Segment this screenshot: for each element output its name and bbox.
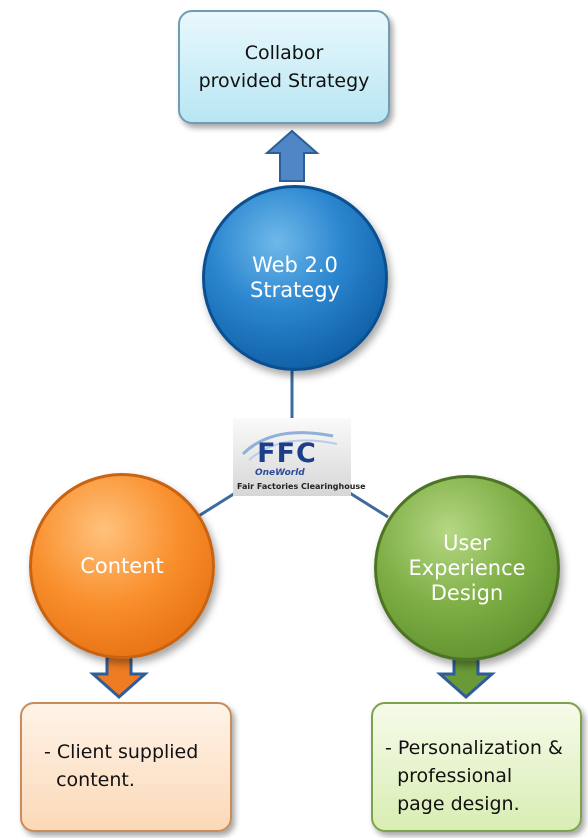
strategy-provider-line1: Collabor [244,42,324,64]
web-strategy-line1: Web 2.0 [252,253,338,277]
ux-line1: User [443,530,491,555]
ux-line3: Design [430,580,504,605]
web-strategy-node: Web 2.0 Strategy [202,185,388,371]
arrow-down-orange-icon [89,655,149,700]
strategy-provider-box: Collabor provided Strategy [178,10,390,124]
connector-content-to-logo [196,488,241,519]
content-label: Content [80,553,164,578]
logo-subtitle: OneWorld [255,468,305,478]
content-detail-line2: content. [44,769,135,791]
ux-detail-line2: professional [385,765,513,787]
logo-caption: Fair Factories Clearinghouse [237,482,366,491]
ux-design-node: User Experience Design [374,475,560,661]
arrow-down-green-icon [436,655,496,700]
strategy-provider-line2: provided Strategy [198,70,370,92]
logo-mark: FFC [257,438,317,469]
web-strategy-line2: Strategy [250,278,340,302]
ux-detail-line3: page design. [385,793,520,815]
content-node: Content [29,473,215,659]
ux-detail-box: - Personalization & professional page de… [371,702,582,832]
content-detail-box: - Client supplied content. [20,702,232,832]
connector-ux-to-logo [344,488,389,519]
ffc-logo: FFC OneWorld Fair Factories Clearinghous… [233,418,366,496]
logo-swoosh-icon [241,431,338,461]
ux-line2: Experience [408,555,526,580]
ux-detail-line1: - Personalization & [385,737,563,759]
arrow-up-icon [264,129,320,182]
content-detail-line1: - Client supplied [44,741,199,763]
